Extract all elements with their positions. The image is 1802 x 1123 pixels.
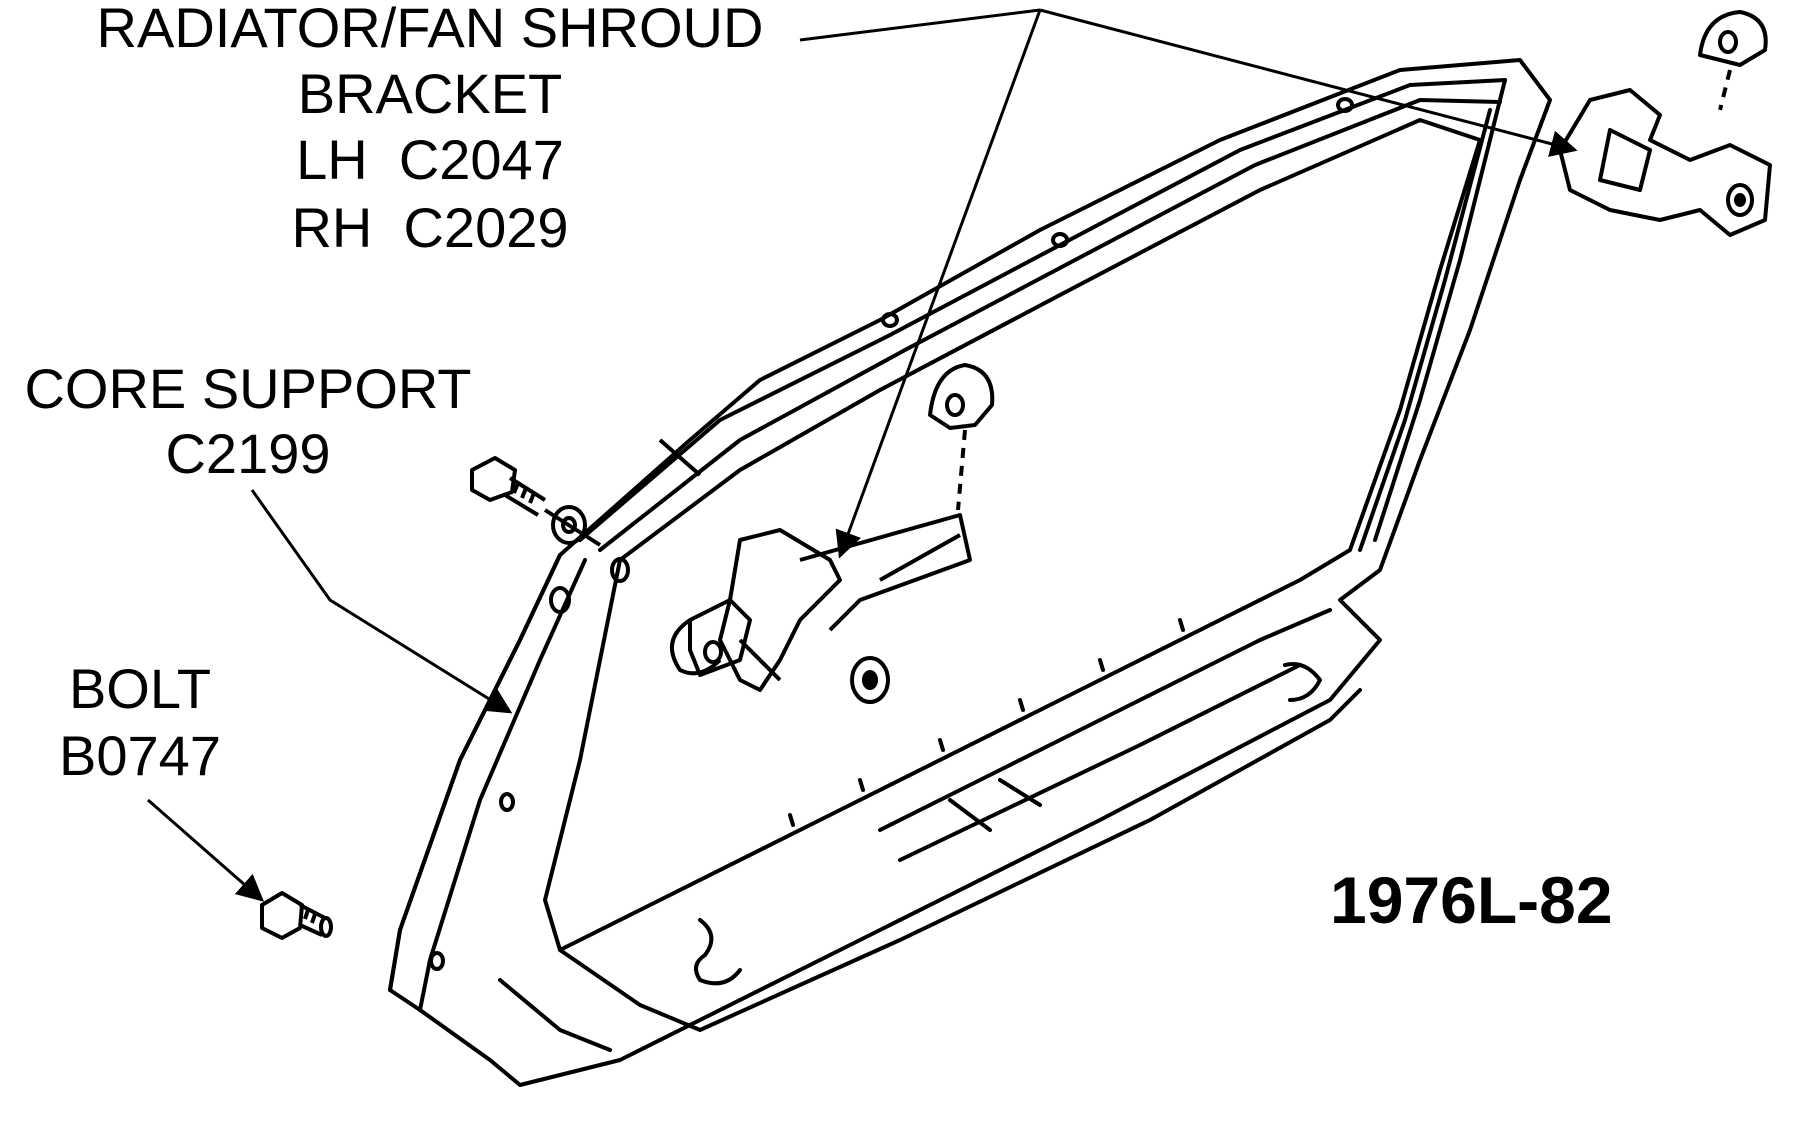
bracket-leader-rh <box>1039 8 1578 157</box>
core-support-callout-line1: CORE SUPPORT <box>24 357 472 420</box>
bracket-leader-lh <box>835 9 1042 559</box>
core-support-frame <box>388 58 1552 1087</box>
bolt-callout-line1: BOLT <box>68 657 212 720</box>
core-support-leader <box>250 489 513 714</box>
core-support-callout-line2: C2199 <box>165 422 331 485</box>
rh-bracket-part <box>1558 10 1772 237</box>
bolt-callout-line2: B0747 <box>59 724 221 787</box>
bolt-leader <box>147 798 265 902</box>
bracket-leader <box>799 8 1041 42</box>
bracket-callout-line2: BRACKET <box>297 62 563 125</box>
lh-clip-part <box>928 363 995 511</box>
bracket-callout-line3: LH C2047 <box>296 128 564 191</box>
loose-bolt-part <box>260 891 333 940</box>
upper-bolt-part <box>470 438 782 682</box>
figure-code: 1976L-82 <box>1330 863 1613 937</box>
leader-lines <box>147 8 1578 902</box>
bracket-callout-line4: RH C2029 <box>291 196 569 259</box>
lh-bracket-part <box>670 513 972 704</box>
bracket-callout-line1: RADIATOR/FAN SHROUD <box>96 0 764 59</box>
